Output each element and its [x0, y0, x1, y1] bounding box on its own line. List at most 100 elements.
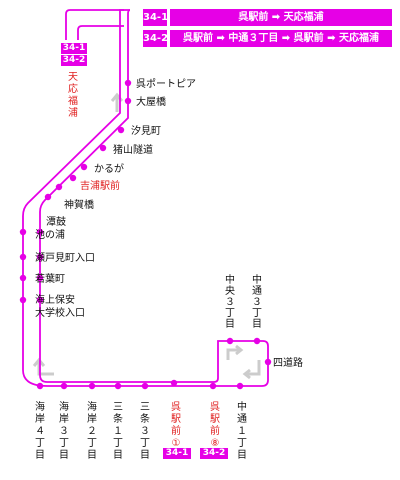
stop-label-kaijo-hoan-1: 海上保安 — [35, 293, 75, 306]
stop-dot-nakadori3 — [253, 337, 261, 345]
arrow-up-left-line — [37, 360, 54, 376]
bottom-stop-label-7-char-3: 丁 — [237, 438, 247, 449]
legend-code-34-1: 34-1 — [143, 9, 168, 26]
stop-dot-yondoro — [264, 358, 272, 366]
stop-dot-shiomicho — [117, 126, 125, 134]
stop-dot-yoshiura — [69, 174, 77, 182]
stop-dot-tanki — [36, 228, 44, 236]
bottom-stop-label-6-char-0: 呉 — [210, 401, 220, 413]
stop-dot-sanjo1 — [114, 382, 122, 390]
loop-stop-label-1-char-1: 通 — [252, 285, 262, 297]
loop-stop-label-0-char-2: ３ — [225, 297, 235, 308]
legend-route-34-1: 呉駅前 ➡ 天応福浦 — [170, 9, 392, 26]
stop-label-shiomicho: 汐見町 — [131, 124, 161, 137]
stop-label-kure-port-pier: 呉ポートピア — [136, 78, 196, 90]
stop-label-yondoro: 四道路 — [273, 356, 303, 369]
loop-stop-label-0-char-3: 丁 — [225, 308, 235, 319]
bottom-stop-label-3-char-3: 丁 — [113, 438, 123, 449]
loop-stop-label-1-char-3: 丁 — [252, 308, 262, 319]
terminal-label-char-0: 天 — [68, 72, 78, 83]
bottom-stop-label-7-char-4: 目 — [237, 450, 247, 461]
bottom-stop-label-3-char-2: １ — [113, 426, 123, 437]
bottom-stop-label-1-char-0: 海 — [59, 400, 69, 413]
loop-stop-label-1-char-2: ３ — [252, 297, 262, 308]
bottom-tag-34-2: 34-2 — [200, 448, 228, 459]
bottom-stop-label-7-char-1: 通 — [237, 413, 247, 425]
bottom-stop-label-6-char-2: 前 — [210, 424, 220, 437]
bottom-stop-label-4-char-3: 丁 — [140, 438, 150, 449]
stop-dot-nakadori1 — [236, 382, 244, 390]
stop-label-ikenoura: 池の浦 — [35, 228, 65, 241]
loop-arrow-left — [246, 360, 261, 376]
stop-label-jinga-bashi: 神賀橋 — [64, 198, 94, 211]
bottom-stop-label-5-char-1: 駅 — [171, 413, 181, 425]
stop-dot-kaigan4 — [36, 382, 44, 390]
stop-dot-chuo3 — [226, 337, 234, 345]
terminal-tag-34-2: 34-2 — [61, 55, 87, 66]
stop-dot-sanjo3 — [141, 382, 149, 390]
bottom-stop-label-1-char-4: 目 — [59, 450, 69, 461]
bottom-stop-label-0-char-0: 海 — [35, 400, 45, 413]
bottom-stop-label-2-char-3: 丁 — [87, 438, 97, 449]
stop-dot-wakabacho — [36, 274, 44, 282]
stop-label-kaeruga: かるが — [94, 162, 124, 175]
terminal-label-char-1: 応 — [68, 82, 78, 95]
stop-label-inokuma-tunnel: 猪山隧道 — [113, 143, 153, 156]
stop-dot-kaijo — [36, 296, 44, 304]
stop-dot-jinga — [55, 183, 63, 191]
loop-stop-label-0-char-0: 中 — [225, 273, 235, 286]
loop-stop-label-0-char-4: 目 — [225, 319, 235, 330]
stop-dot-oyabashi — [124, 97, 132, 105]
stop-dot-kure-ekimae-1 — [170, 379, 178, 387]
bottom-stop-label-7-char-0: 中 — [237, 400, 247, 413]
bottom-stop-label-7-char-2: １ — [237, 426, 247, 437]
bottom-stop-label-4-char-1: 条 — [140, 412, 150, 425]
bottom-stop-label-0-char-1: 岸 — [35, 413, 45, 425]
stop-dots — [19, 79, 272, 390]
stop-dot-kaijo-outer — [19, 296, 27, 304]
bottom-stop-label-2-char-0: 海 — [87, 400, 97, 413]
legend-route-34-2: 呉駅前 ➡ 中通３丁目 ➡ 呉駅前 ➡ 天応福浦 — [170, 30, 392, 47]
bottom-stop-label-3-char-0: 三 — [113, 402, 123, 413]
arrow-up-left-head — [32, 357, 46, 367]
stop-dot-kaeruga — [80, 163, 88, 171]
terminal-tag-34-1: 34-1 — [61, 43, 87, 54]
stop-dot-wakabacho-outer — [19, 274, 27, 282]
bottom-stop-label-1-char-3: 丁 — [59, 438, 69, 449]
bottom-stop-label-0-char-4: 目 — [35, 450, 45, 461]
loop-stop-label-1-char-0: 中 — [252, 273, 262, 286]
bottom-stop-label-1-char-1: 岸 — [59, 413, 69, 425]
bottom-stop-label-1-char-2: ３ — [59, 426, 69, 437]
vertical-stop-labels: 天応福浦海岸４丁目海岸３丁目海岸２丁目三条１丁目三条３丁目呉駅前①呉駅前⑧中通１… — [35, 72, 262, 461]
bottom-stop-label-4-char-2: ３ — [140, 426, 150, 437]
stop-dot-tanki-outer — [19, 228, 27, 236]
bottom-stop-label-0-char-3: 丁 — [35, 438, 45, 449]
loop-arrow-right-head — [235, 344, 244, 356]
bottom-stop-label-2-char-4: 目 — [87, 450, 97, 461]
top-connector — [119, 9, 130, 26]
main-route-line — [22, 9, 269, 387]
bottom-stop-label-3-char-4: 目 — [113, 450, 123, 461]
stop-dot-kure-ekimae-8 — [209, 382, 217, 390]
bottom-stop-label-6-char-3: ⑧ — [211, 438, 220, 449]
terminal-label-char-3: 浦 — [68, 106, 78, 119]
bottom-stop-label-3-char-1: 条 — [113, 412, 123, 425]
bottom-stop-label-5-char-3: ① — [172, 438, 181, 449]
stop-label-yoshiura-ekimae: 吉浦駅前 — [80, 179, 120, 192]
bottom-stop-label-2-char-2: ２ — [87, 426, 97, 437]
loop-arrow-left-head — [242, 368, 251, 380]
stop-dot-kaigan2 — [88, 382, 96, 390]
bottom-stop-label-2-char-1: 岸 — [87, 413, 97, 425]
stop-dot-kure-port-pier — [124, 79, 132, 87]
stop-label-tanki: 潭鼓 — [46, 215, 66, 228]
bottom-stop-label-6-char-1: 駅 — [210, 413, 220, 425]
stop-dot-setomicho — [36, 253, 44, 261]
bottom-stop-label-4-char-0: 三 — [140, 402, 150, 413]
bottom-stop-label-0-char-2: ４ — [35, 426, 45, 437]
loop-arrow-right — [226, 348, 240, 360]
route-lines — [22, 9, 269, 387]
stop-dot-inokuma — [99, 144, 107, 152]
stop-dot-setomicho-outer — [19, 253, 27, 261]
stop-label-setomicho-iriguchi: 瀬戸見町入口 — [35, 252, 95, 264]
